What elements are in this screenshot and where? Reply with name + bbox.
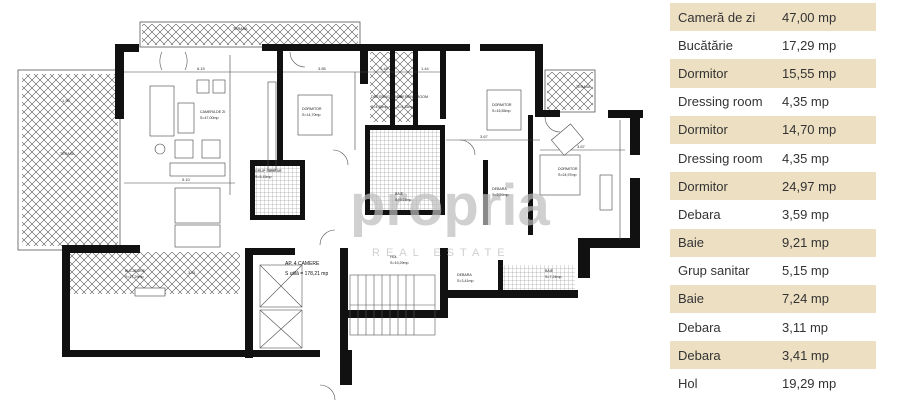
room-name: Dormitor	[678, 122, 728, 138]
table-row: Dressing room 4,35 mp	[670, 144, 876, 172]
room-area: 3,41 mp	[782, 347, 829, 363]
room-name: Debara	[678, 206, 721, 222]
svg-text:S utilă = 178,21 mp: S utilă = 178,21 mp	[285, 271, 328, 277]
svg-text:REAL ESTATE: REAL ESTATE	[372, 247, 511, 259]
svg-text:S=9,21mp: S=9,21mp	[395, 198, 411, 202]
svg-text:S=19,29mp: S=19,29mp	[390, 261, 408, 265]
svg-text:GRUP SANITAR: GRUP SANITAR	[255, 169, 282, 173]
terrace-right: TERASA	[544, 69, 596, 113]
table-row: Bucătărie 17,29 mp	[670, 31, 876, 59]
room-area: 19,29 mp	[782, 376, 837, 392]
room-area: 15,55 mp	[782, 65, 837, 81]
room-name: Hol	[678, 376, 698, 392]
svg-text:S=4,35mp: S=4,35mp	[397, 105, 413, 109]
svg-text:CAMERA DE ZI: CAMERA DE ZI	[200, 110, 225, 114]
room-area: 5,15 mp	[782, 263, 829, 279]
svg-text:TERASA: TERASA	[233, 27, 248, 31]
svg-text:DORMITOR: DORMITOR	[492, 103, 512, 107]
svg-text:S=14,70mp: S=14,70mp	[302, 113, 320, 117]
table-row: Dressing room 4,35 mp	[670, 88, 876, 116]
table-row: Dormitor 15,55 mp	[670, 59, 876, 88]
svg-text:propria: propria	[350, 173, 551, 238]
svg-text:3.67: 3.67	[577, 144, 586, 149]
svg-text:TERASA: TERASA	[576, 85, 591, 89]
svg-text:S=5,15mp: S=5,15mp	[255, 175, 271, 179]
room-area: 3,59 mp	[782, 206, 829, 222]
table-row: Cameră de zi 47,00 mp	[670, 3, 876, 32]
room-area: 4,35 mp	[782, 94, 829, 110]
svg-text:S=24,97mp: S=24,97mp	[558, 173, 576, 177]
svg-text:AP. 4 CAMERE: AP. 4 CAMERE	[285, 261, 320, 267]
room-area: 9,21 mp	[782, 235, 829, 251]
room-area-table: Cameră de zi 47,00 mp Bucătărie 17,29 mp D…	[670, 3, 876, 398]
svg-text:1.44: 1.44	[380, 66, 389, 71]
room-name: Baie	[678, 291, 705, 307]
svg-text:S=47,00mp: S=47,00mp	[200, 116, 218, 120]
svg-text:3.81: 3.81	[188, 270, 197, 275]
room-area: 7,24 mp	[782, 291, 829, 307]
svg-text:5.10: 5.10	[182, 177, 191, 182]
svg-text:6.15: 6.15	[197, 66, 206, 71]
svg-text:3.85: 3.85	[318, 66, 327, 71]
tiled-bathrooms	[255, 52, 575, 290]
room-area: 14,70 mp	[782, 122, 837, 138]
table-row: Debara 3,41 mp	[670, 341, 876, 370]
svg-text:DRESSING ROOM: DRESSING ROOM	[397, 95, 428, 99]
table-row: Dormitor 24,97 mp	[670, 172, 876, 201]
room-name: Dressing room	[678, 150, 763, 166]
svg-text:S=3,41mp: S=3,41mp	[457, 279, 473, 283]
svg-text:BAIE: BAIE	[545, 269, 554, 273]
terrace-left: TERASA 1.90	[17, 69, 121, 251]
svg-text:S=7,24mp: S=7,24mp	[545, 275, 561, 279]
table-row: Debara 3,59 mp	[670, 200, 876, 228]
svg-text:3.67: 3.67	[480, 134, 489, 139]
table-row: Debara 3,11 mp	[670, 313, 876, 341]
room-area: 4,35 mp	[782, 150, 829, 166]
room-name: Bucătărie	[678, 37, 733, 53]
room-name: Dressing room	[678, 94, 763, 110]
svg-text:1.90: 1.90	[62, 98, 71, 103]
room-area: 3,11 mp	[782, 319, 829, 335]
table-row: Baie 7,24 mp	[670, 284, 876, 314]
room-name: Debara	[678, 347, 721, 363]
svg-text:TERASA: TERASA	[60, 152, 75, 156]
room-name: Grup sanitar	[678, 263, 750, 279]
watermark: propria REAL ESTATE	[350, 173, 551, 259]
table-row: Grup sanitar 5,15 mp	[670, 257, 876, 285]
svg-text:S=4,35mp: S=4,35mp	[371, 105, 387, 109]
svg-text:BAIE: BAIE	[395, 192, 404, 196]
svg-text:BUCATARIE: BUCATARIE	[125, 269, 146, 273]
svg-text:DEBARA: DEBARA	[457, 273, 472, 277]
floor-plan: TERASA TERASA 1.90 TERASA	[17, 21, 643, 401]
svg-text:S=17,29mp: S=17,29mp	[125, 275, 143, 279]
dimension-labels: 6.15 3.85 1.44 1.44 3.67 3.67 5.10 3.81	[182, 66, 586, 275]
svg-text:1.44: 1.44	[421, 66, 430, 71]
svg-text:DRESSING ROOM: DRESSING ROOM	[371, 95, 402, 99]
svg-text:DORMITOR: DORMITOR	[558, 167, 578, 171]
stairwell	[259, 264, 436, 349]
room-name: Baie	[678, 235, 705, 251]
table-row: Baie 9,21 mp	[670, 228, 876, 257]
room-name: Cameră de zi	[678, 9, 756, 25]
doors	[159, 51, 561, 401]
svg-text:DEBARA: DEBARA	[492, 187, 507, 191]
kitchen-hatch	[68, 252, 240, 294]
table-row: Dormitor 14,70 mp	[670, 115, 876, 144]
room-area: 47,00 mp	[782, 9, 837, 25]
terrace-top: TERASA	[139, 21, 361, 48]
svg-text:DORMITOR: DORMITOR	[302, 107, 322, 111]
table-row: Hol 19,29 mp	[670, 369, 876, 397]
room-area: 17,29 mp	[782, 37, 837, 53]
room-name: Debara	[678, 319, 721, 335]
walls	[62, 44, 643, 385]
room-labels: CAMERA DE ZI S=47,00mp DORMITOR S=14,70m…	[125, 95, 578, 283]
furniture	[134, 79, 613, 297]
svg-text:S=15,55mp: S=15,55mp	[492, 109, 510, 113]
room-name: Dormitor	[678, 65, 728, 81]
room-area: 24,97 mp	[782, 178, 837, 194]
room-name: Dormitor	[678, 178, 728, 194]
svg-text:HOL: HOL	[390, 255, 397, 259]
svg-text:S=3,59mp: S=3,59mp	[492, 193, 508, 197]
